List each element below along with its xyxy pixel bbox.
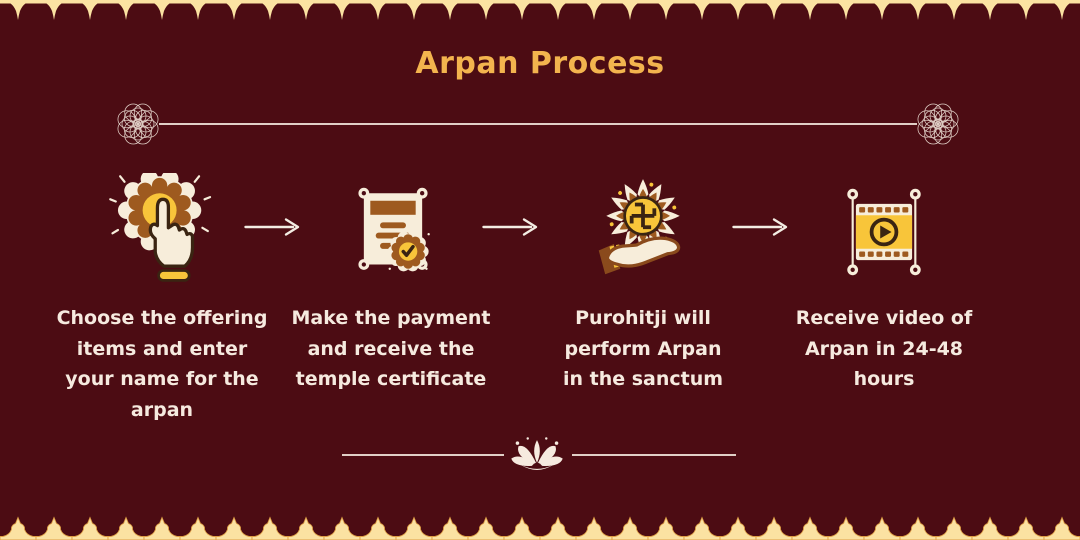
page-title: Arpan Process (415, 46, 665, 81)
tap-choose-icon (109, 173, 212, 282)
play-icon (869, 217, 899, 247)
sprocket-holes (859, 207, 909, 257)
temple-border-bottom (0, 514, 1080, 540)
arrow-icon (732, 218, 788, 236)
footer-divider-line-right (572, 454, 736, 456)
corner-pins (847, 188, 921, 276)
lotus-divider-icon (511, 437, 563, 470)
step-3-label: Purohitji will perform Arpan in the sanc… (562, 307, 724, 390)
footer-divider-line-left (342, 454, 504, 456)
header-divider-line (159, 123, 917, 125)
temple-border-top (0, 0, 1080, 24)
step-1-label: Choose the offering items and enter your… (56, 307, 268, 421)
arrow-icon (244, 218, 300, 236)
seal-badge (387, 230, 430, 273)
swastika-symbol (629, 202, 657, 230)
mandala-ornament-right (917, 103, 959, 145)
arpan-offering-icon (598, 179, 681, 275)
mandala-ornament-left (117, 103, 159, 145)
step-4-label: Receive video of Arpan in 24-48 hours (795, 307, 973, 390)
arrow-icon (482, 218, 538, 236)
certificate-icon (358, 187, 430, 273)
video-icon (847, 188, 921, 276)
step-2-label: Make the payment and receive the temple … (291, 307, 491, 390)
